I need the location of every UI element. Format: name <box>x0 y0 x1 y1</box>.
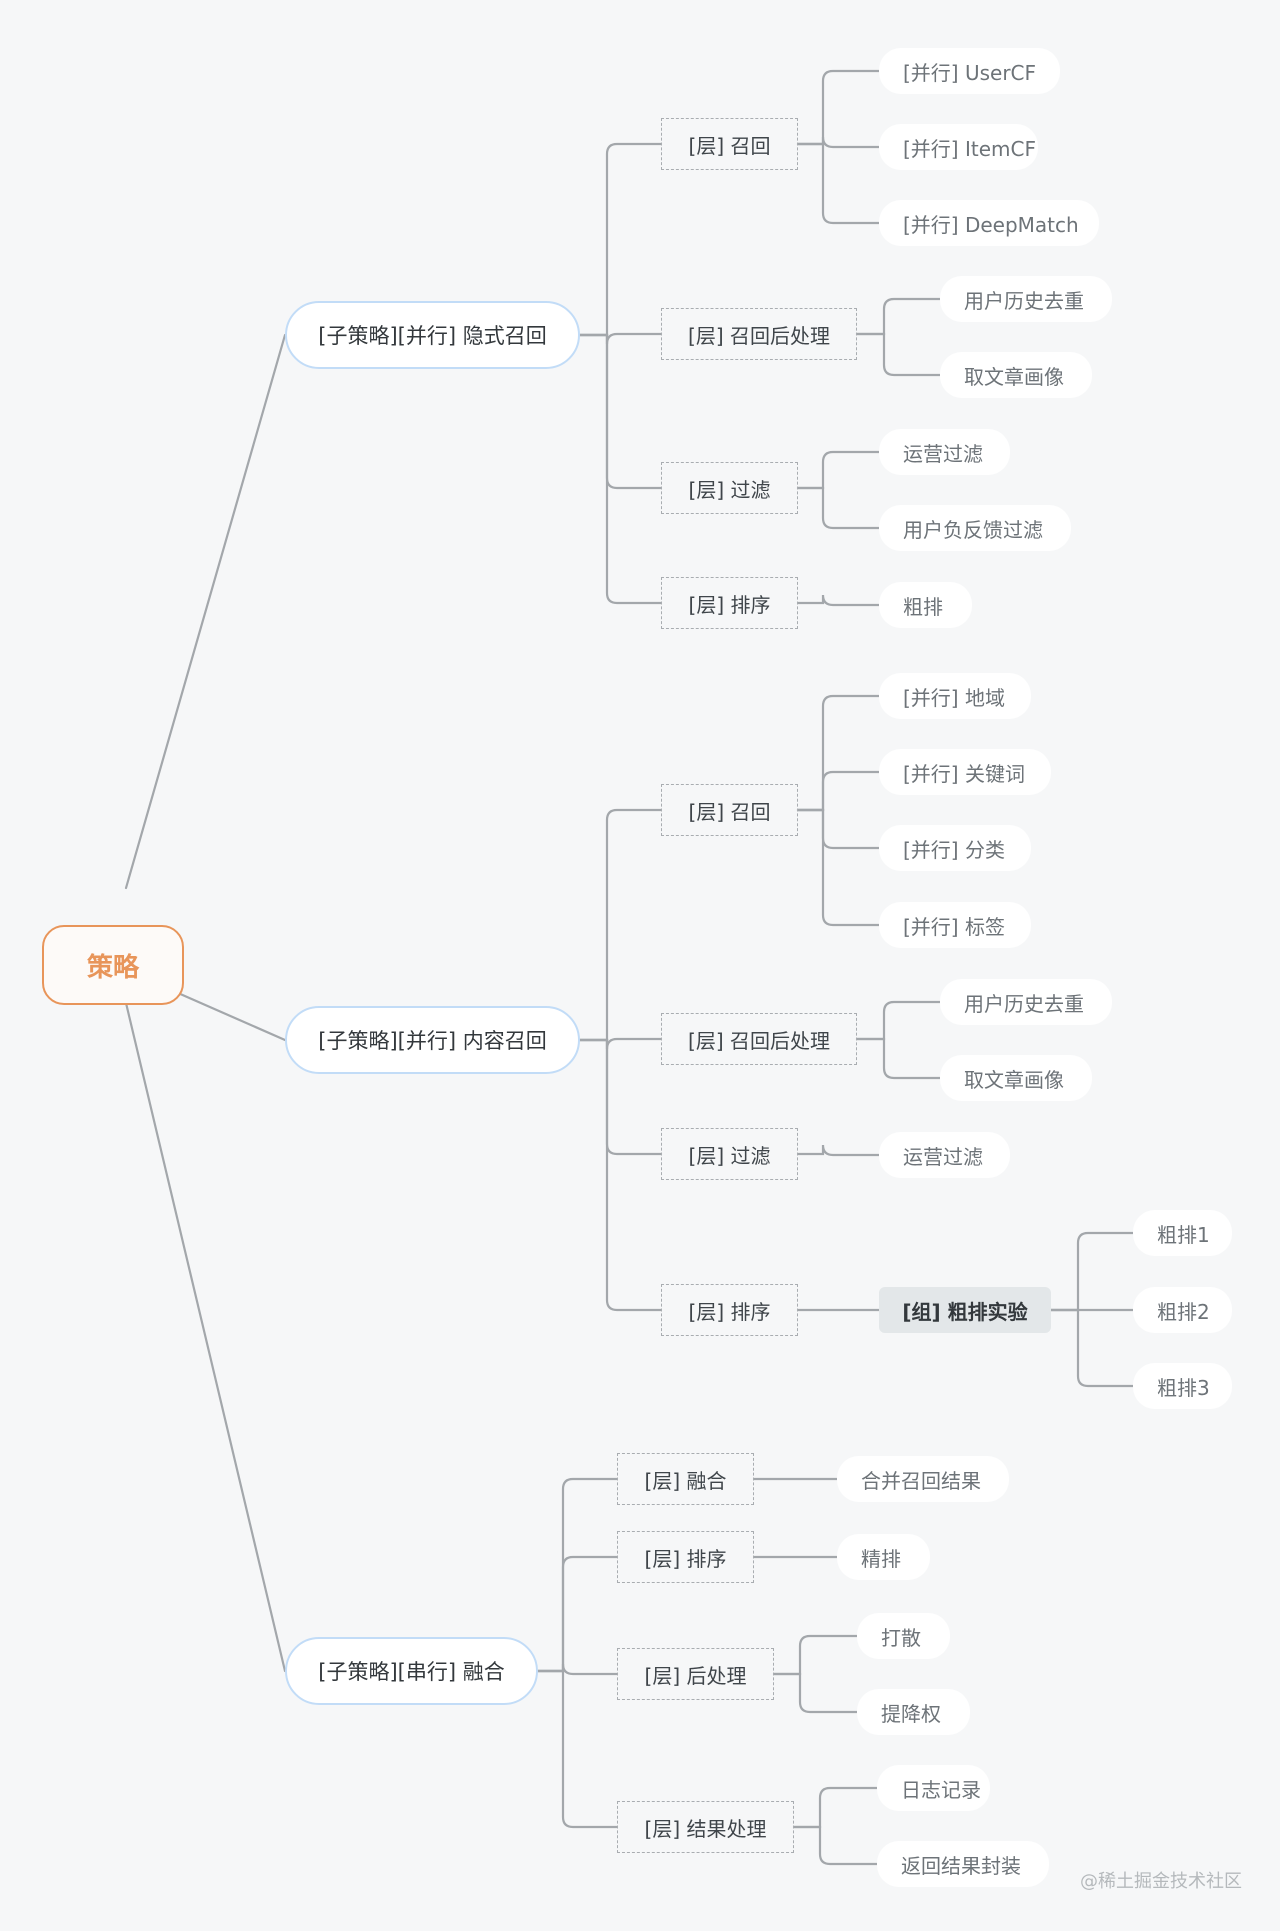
leaf-coarse-rank-3[interactable]: 粗排3 <box>1133 1363 1232 1409</box>
leaf-fine-rank[interactable]: 精排 <box>837 1534 930 1580</box>
connector <box>536 1555 619 1673</box>
layer-result-processing[interactable]: [层] 结果处理 <box>617 1801 794 1853</box>
leaf-history-dedup[interactable]: 用户历史去重 <box>940 979 1112 1025</box>
layer-fusion[interactable]: [层] 融合 <box>617 1453 754 1505</box>
substrategy-fusion[interactable]: [子策略][串行] 融合 <box>285 1637 538 1705</box>
connector <box>578 1038 663 1312</box>
leaf-result-packaging[interactable]: 返回结果封装 <box>877 1841 1049 1887</box>
substrategy-content-recall[interactable]: [子策略][并行] 内容召回 <box>285 1006 580 1074</box>
connector <box>536 1663 619 1676</box>
layer-post-processing[interactable]: [层] 后处理 <box>617 1648 774 1700</box>
root-connector <box>124 1001 287 1673</box>
connector <box>792 1786 879 1829</box>
connector <box>855 1000 942 1041</box>
leaf-region[interactable]: [并行] 地域 <box>879 673 1031 719</box>
connector <box>796 450 881 490</box>
leaf-ops-filter[interactable]: 运营过滤 <box>879 429 1010 475</box>
leaf-merge-recall-results[interactable]: 合并召回结果 <box>837 1456 1009 1502</box>
leaf-usercf[interactable]: [并行] UserCF <box>879 48 1060 94</box>
connector <box>796 1144 881 1157</box>
layer-recall[interactable]: [层] 召回 <box>661 784 798 836</box>
leaf-log-record[interactable]: 日志记录 <box>877 1765 990 1811</box>
connector <box>578 333 663 605</box>
root-connector <box>124 333 287 890</box>
substrategy-implicit-recall[interactable]: [子策略][并行] 隐式召回 <box>285 301 580 369</box>
leaf-ops-filter[interactable]: 运营过滤 <box>879 1132 1010 1178</box>
leaf-coarse-rank[interactable]: 粗排 <box>879 582 972 628</box>
connector <box>536 1477 619 1673</box>
layer-ranking[interactable]: [层] 排序 <box>661 1284 798 1336</box>
layer-ranking[interactable]: [层] 排序 <box>661 577 798 629</box>
connector <box>796 486 881 530</box>
layer-filter[interactable]: [层] 过滤 <box>661 462 798 514</box>
leaf-boost-demote[interactable]: 提降权 <box>857 1689 970 1735</box>
connector <box>578 808 663 1042</box>
connector <box>536 1669 619 1829</box>
layer-recall[interactable]: [层] 召回 <box>661 118 798 170</box>
connector <box>796 770 881 812</box>
connector <box>796 694 881 812</box>
connector <box>772 1634 859 1676</box>
connector <box>578 333 663 490</box>
connector <box>855 1037 942 1080</box>
connector <box>578 142 663 337</box>
connector <box>855 332 942 377</box>
connector <box>578 1038 663 1156</box>
connector <box>796 142 881 225</box>
root-connector <box>176 991 287 1042</box>
watermark: @稀土掘金技术社区 <box>1080 1871 1242 1892</box>
leaf-coarse-rank-1[interactable]: 粗排1 <box>1133 1210 1232 1256</box>
connector <box>796 69 881 146</box>
leaf-tag[interactable]: [并行] 标签 <box>879 902 1031 948</box>
connector <box>772 1672 859 1714</box>
leaf-deepmatch[interactable]: [并行] DeepMatch <box>879 200 1099 246</box>
leaf-negative-feedback-filter[interactable]: 用户负反馈过滤 <box>879 505 1071 551</box>
leaf-history-dedup[interactable]: 用户历史去重 <box>940 276 1112 322</box>
layer-filter[interactable]: [层] 过滤 <box>661 1128 798 1180</box>
connector <box>1049 1231 1135 1312</box>
leaf-category[interactable]: [并行] 分类 <box>879 825 1031 871</box>
leaf-article-profile[interactable]: 取文章画像 <box>940 352 1092 398</box>
layer-post-recall[interactable]: [层] 召回后处理 <box>661 1013 857 1065</box>
connector <box>1049 1308 1135 1388</box>
connector <box>796 808 881 927</box>
connector <box>796 136 881 149</box>
group-coarse-rank-experiment[interactable]: [组] 粗排实验 <box>879 1287 1051 1333</box>
leaf-itemcf[interactable]: [并行] ItemCF <box>879 124 1038 170</box>
root-node[interactable]: 策略 <box>42 925 184 1005</box>
connector <box>796 594 881 607</box>
leaf-article-profile[interactable]: 取文章画像 <box>940 1055 1092 1101</box>
leaf-coarse-rank-2[interactable]: 粗排2 <box>1133 1287 1232 1333</box>
leaf-shuffle[interactable]: 打散 <box>857 1613 950 1659</box>
connector <box>855 297 942 336</box>
layer-ranking[interactable]: [层] 排序 <box>617 1531 754 1583</box>
connector <box>796 808 881 850</box>
leaf-keyword[interactable]: [并行] 关键词 <box>879 749 1051 795</box>
connector <box>792 1825 879 1866</box>
layer-post-recall[interactable]: [层] 召回后处理 <box>661 308 857 360</box>
